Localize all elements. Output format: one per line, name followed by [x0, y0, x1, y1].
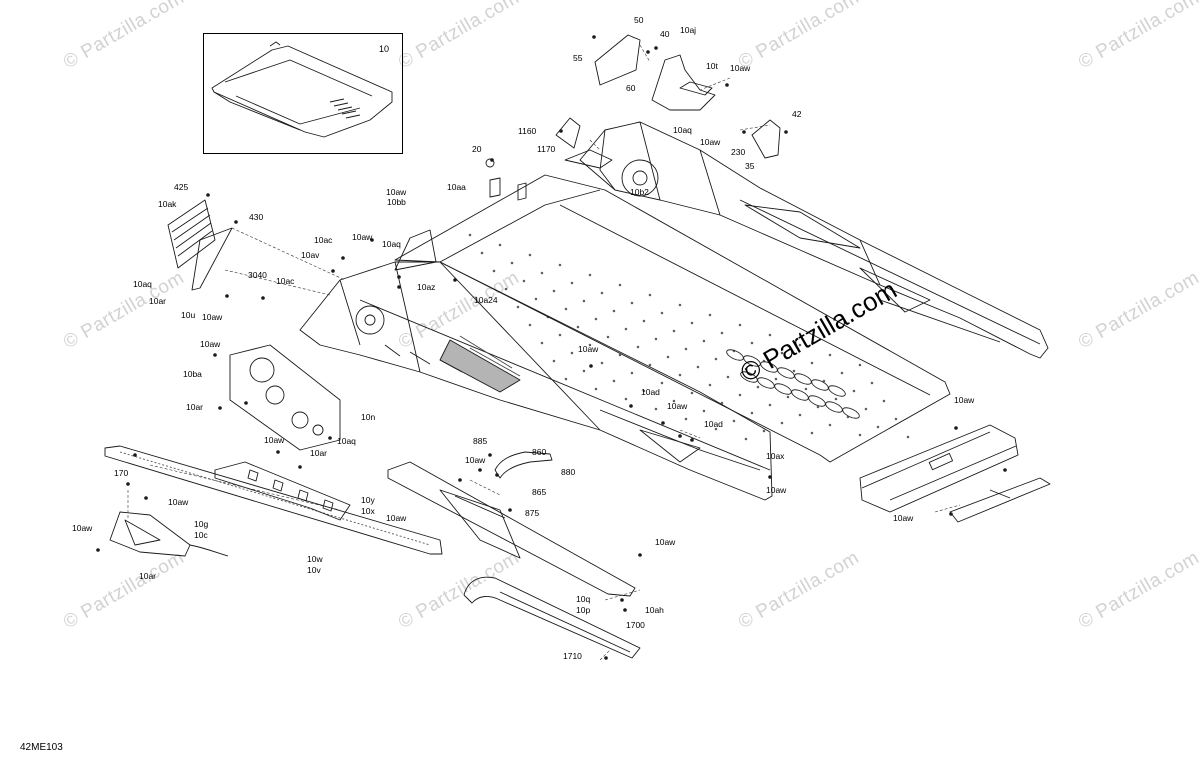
left-side-panel — [299, 261, 773, 501]
part-label: 230 — [731, 147, 746, 157]
part-label: 10bb — [387, 197, 406, 207]
part-label: 10aw — [730, 63, 751, 73]
part-label: 10aw — [578, 344, 599, 354]
part-label: 875 — [525, 508, 540, 518]
inset-drawing — [211, 41, 393, 138]
part-label: 10aw — [893, 513, 914, 523]
part-label: 1700 — [626, 620, 645, 630]
part-label: 425 — [174, 182, 189, 192]
part-label: 10aw — [386, 187, 407, 197]
part-label: 885 — [473, 436, 488, 446]
part-label: 10aq — [382, 239, 401, 249]
part-label: 10aw — [465, 455, 486, 465]
center-lower-rail — [387, 461, 636, 597]
part-label: 10u — [181, 310, 196, 320]
part-label: 10aw — [200, 339, 221, 349]
part-label: 10ba — [183, 369, 202, 379]
part-label: 10ar — [310, 448, 328, 458]
vent-grill-10ak — [167, 199, 233, 291]
part-label: 10aj — [680, 25, 697, 35]
part-label: 10aw — [352, 232, 373, 242]
curved-bar-880 — [494, 451, 553, 479]
part-label: 10aw — [202, 312, 223, 322]
inset-label: 10 — [379, 44, 390, 54]
part-label: 10aq — [133, 279, 152, 289]
part-label: 35 — [745, 161, 755, 171]
main-floor-plate — [394, 174, 951, 463]
part-label: 42 — [792, 109, 802, 119]
part-label: 10aw — [655, 537, 676, 547]
part-label: 55 — [573, 53, 583, 63]
part-label: 10ah — [645, 605, 664, 615]
floor-holes — [468, 233, 910, 441]
part-label: 10av — [301, 250, 320, 260]
part-label: 10t — [706, 61, 718, 71]
part-label: 10ar — [149, 296, 167, 306]
top-brackets — [394, 34, 781, 271]
part-label: 10ad — [641, 387, 660, 397]
part-label: 10ac — [314, 235, 333, 245]
part-label: 10aw — [667, 401, 688, 411]
part-label: 10ax — [766, 451, 785, 461]
floor-vents — [726, 349, 860, 419]
part-label: 10aa — [447, 182, 466, 192]
part-label: 10a24 — [474, 295, 498, 305]
inset-frame — [203, 33, 403, 154]
part-label: 10aw — [72, 523, 93, 533]
part-label: 50 — [634, 15, 644, 25]
part-label: 10q — [576, 594, 591, 604]
plate-10ba — [229, 344, 341, 451]
part-label: 10ak — [158, 199, 177, 209]
part-label: 10aq — [673, 125, 692, 135]
part-label: 3040 — [248, 270, 267, 280]
part-label: 60 — [626, 83, 636, 93]
part-label: 880 — [561, 467, 576, 477]
part-label: 860 — [532, 447, 547, 457]
part-label: 10y — [361, 495, 375, 505]
part-label: 10x — [361, 506, 375, 516]
part-label: 10ar — [186, 402, 204, 412]
part-label: 10n — [361, 412, 376, 422]
lower-skid-1700 — [463, 576, 641, 659]
part-label: 10az — [417, 282, 436, 292]
part-label: 10aw — [168, 497, 189, 507]
part-label: 10aw — [954, 395, 975, 405]
part-label: 10g — [194, 519, 209, 529]
part-label: 10w — [307, 554, 323, 564]
right-tunnel-rail — [579, 121, 1049, 359]
part-label: 10v — [307, 565, 321, 575]
part-label: 10b2 — [630, 187, 649, 197]
part-label: 10ac — [276, 276, 295, 286]
part-label: 40 — [660, 29, 670, 39]
part-label: 10aw — [766, 485, 787, 495]
part-label: 10aw — [264, 435, 285, 445]
left-lower-rail — [104, 445, 443, 555]
part-label: 10p — [576, 605, 591, 615]
part-label: 1170 — [537, 144, 556, 154]
bracket-10y — [214, 461, 351, 521]
bracket-10g — [109, 511, 229, 557]
cross-beam — [859, 424, 1051, 523]
leader-lines — [127, 44, 961, 661]
part-label: 170 — [114, 468, 129, 478]
part-label: 1160 — [518, 126, 537, 136]
diagram-code: 42ME103 — [20, 742, 63, 753]
part-label: 10ar — [139, 571, 157, 581]
part-label: 10aw — [700, 137, 721, 147]
fasteners — [96, 35, 1007, 660]
part-label: 10aq — [337, 436, 356, 446]
part-label: 10ad — [704, 419, 723, 429]
part-label: 20 — [472, 144, 482, 154]
part-label: 430 — [249, 212, 264, 222]
part-label: 10aw — [386, 513, 407, 523]
part-label: 865 — [532, 487, 547, 497]
part-label: 10c — [194, 530, 208, 540]
part-label: 1710 — [563, 651, 582, 661]
